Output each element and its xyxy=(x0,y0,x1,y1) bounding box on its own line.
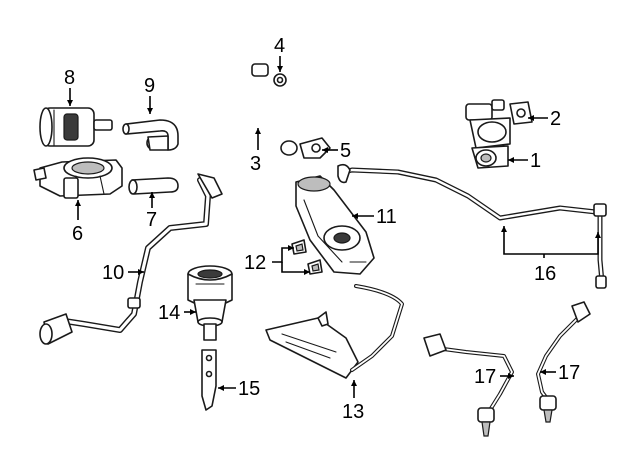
part-10-hose xyxy=(39,173,223,345)
part-8-purge-valve xyxy=(39,107,113,147)
callout-7: 7 xyxy=(146,209,157,231)
callout-2: 2 xyxy=(550,108,561,130)
part-3-tube xyxy=(216,63,298,156)
part-1-egr-valve xyxy=(465,99,511,169)
callout-14: 14 xyxy=(158,302,180,324)
callout-9: 9 xyxy=(144,75,155,97)
callout-16: 16 xyxy=(534,263,556,285)
part-12-clips xyxy=(291,239,323,275)
leader-lines xyxy=(67,56,601,398)
part-17-sensor-left xyxy=(423,333,514,437)
callout-6: 6 xyxy=(72,223,83,245)
callout-1: 1 xyxy=(530,150,541,172)
part-7-hose xyxy=(128,177,179,195)
callout-17-left: 17 xyxy=(474,366,496,388)
part-4-cap xyxy=(273,73,287,87)
callout-labels: 1 2 3 4 5 6 7 8 9 10 11 12 13 14 15 16 1… xyxy=(64,35,580,423)
part-2-gasket xyxy=(509,101,533,125)
callout-10: 10 xyxy=(102,262,124,284)
part-5-gasket xyxy=(299,137,331,159)
part-11-canister xyxy=(295,175,375,275)
part-14-pump xyxy=(187,265,233,341)
callout-3: 3 xyxy=(250,153,261,175)
callout-15: 15 xyxy=(238,378,260,400)
callout-17-right: 17 xyxy=(558,362,580,384)
part-15-bracket xyxy=(201,349,217,411)
callout-11: 11 xyxy=(376,206,397,228)
callout-8: 8 xyxy=(64,67,75,89)
callout-12: 12 xyxy=(244,252,266,274)
callout-5: 5 xyxy=(340,140,351,162)
part-13-bracket xyxy=(265,284,404,379)
callout-4: 4 xyxy=(274,35,285,57)
part-17-sensor-right xyxy=(536,301,591,423)
callout-13: 13 xyxy=(342,401,364,423)
part-9-hose xyxy=(122,119,179,151)
part-6-valve xyxy=(33,157,123,199)
part-16-tube xyxy=(337,163,607,289)
